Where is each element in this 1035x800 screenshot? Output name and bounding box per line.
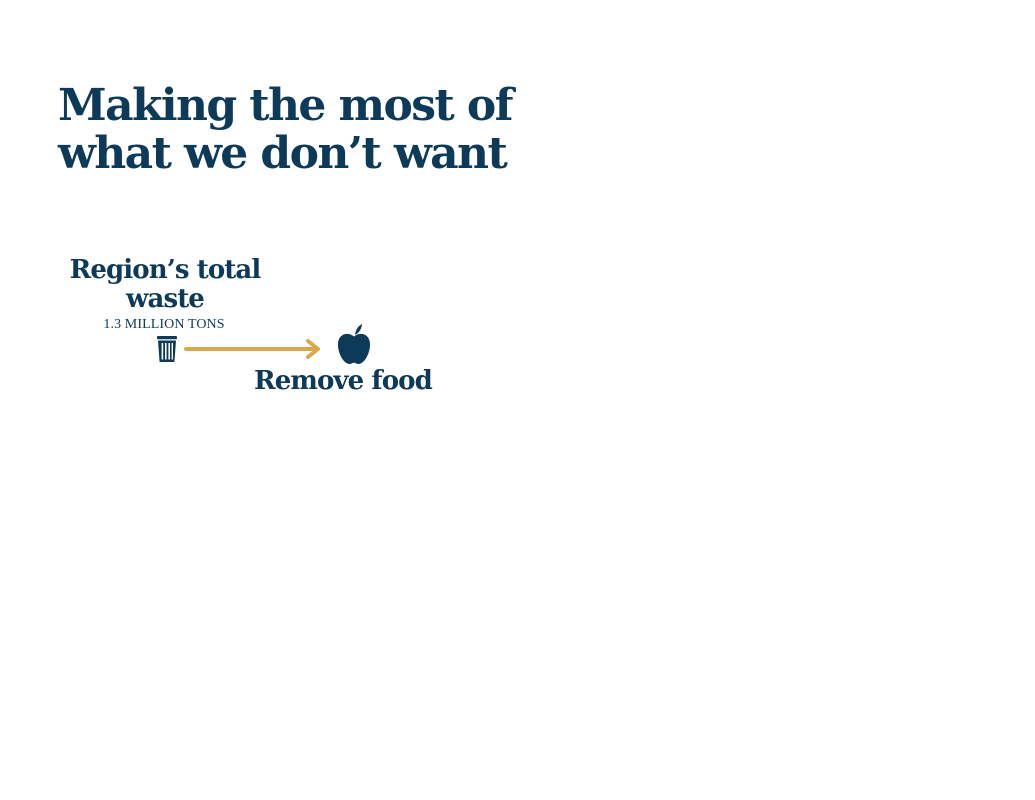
title-line-1: Making the most of <box>58 80 514 131</box>
step-label-remove-food: Remove food <box>254 366 433 396</box>
flow-arrow <box>184 339 320 359</box>
source-amount: 1.3 MILLION TONS <box>103 317 225 332</box>
source-title: Region’s total waste <box>50 256 280 314</box>
source-title-line-2: waste <box>126 284 205 314</box>
trash-can-icon <box>157 336 177 362</box>
page-title: Making the most of what we don’t want <box>58 82 578 178</box>
title-line-2: what we don’t want <box>58 128 508 179</box>
waste-source-node: Region’s total waste 1.3 MILLION TONS <box>50 256 280 333</box>
source-title-line-1: Region’s total <box>69 255 262 285</box>
apple-icon <box>338 324 370 364</box>
